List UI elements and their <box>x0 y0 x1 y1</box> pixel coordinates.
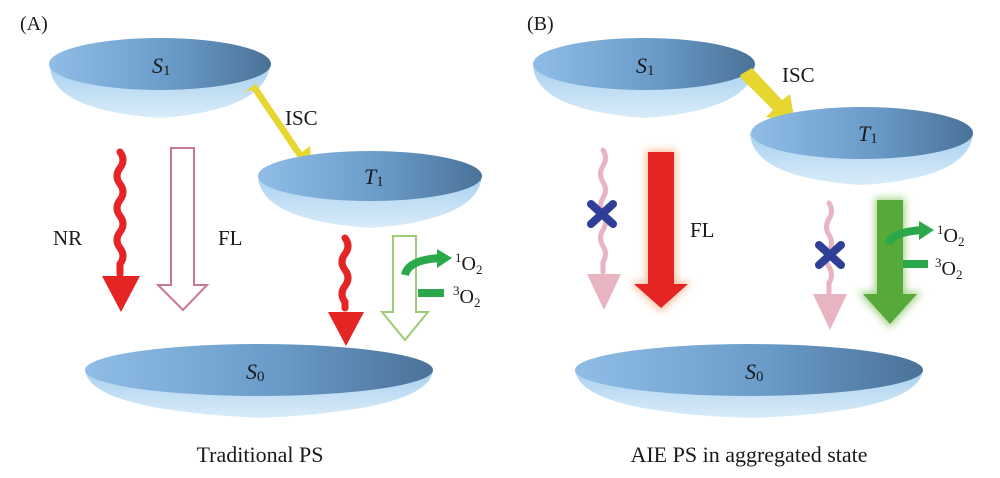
o2-conversion-arrow-b <box>884 221 934 268</box>
level-s1-b: S1 <box>533 38 755 118</box>
panel-b-label: (B) <box>527 13 554 35</box>
level-s0-b: S0 <box>575 344 923 418</box>
panel-a: (A) S1 ISC T1 NR FL <box>20 13 482 467</box>
dish-top <box>85 344 433 396</box>
s1-symbol: S1 <box>636 53 655 79</box>
energy-transfer-arrow-b <box>858 198 922 328</box>
nr-label-a: NR <box>53 226 82 250</box>
isc-arrow-a <box>244 84 312 170</box>
panel-a-label: (A) <box>20 13 48 35</box>
level-t1-a: T1 <box>258 151 482 228</box>
isc-label-b: ISC <box>782 63 815 87</box>
fl-label-a: FL <box>218 226 243 250</box>
dish-top <box>49 38 271 90</box>
t1-symbol: T1 <box>364 164 384 190</box>
triplet-oxygen-label-a: 3O2 <box>453 283 480 310</box>
level-t1-b: T1 <box>750 107 973 185</box>
panel-a-caption: Traditional PS <box>197 442 324 467</box>
isc-label-a: ISC <box>285 106 318 130</box>
fl-label-b: FL <box>690 218 715 242</box>
panel-b-caption: AIE PS in aggregated state <box>630 442 867 467</box>
blocked-nr-arrow-t1-b <box>813 200 847 330</box>
o2-conversion-arrow-a <box>401 249 452 297</box>
isc-arrow-b <box>740 68 795 123</box>
t1-symbol: T1 <box>858 121 878 147</box>
dish-top <box>533 38 755 90</box>
level-s0-a: S0 <box>85 344 433 418</box>
s0-symbol: S0 <box>745 359 764 385</box>
nr-wavy-arrow-t1-a <box>328 234 364 346</box>
nr-wavy-arrow-a <box>102 148 140 312</box>
energy-transfer-hollow-arrow-a <box>379 235 431 342</box>
block-cross-icon <box>587 200 617 228</box>
blocked-nr-arrow-b <box>587 147 621 310</box>
dish-top <box>575 344 923 396</box>
s0-symbol: S0 <box>246 359 265 385</box>
fl-arrow-b <box>630 150 692 312</box>
singlet-oxygen-label-b: 1O2 <box>937 222 964 249</box>
s1-symbol: S1 <box>152 53 171 79</box>
dish-top <box>258 151 482 201</box>
panel-b: (B) S1 ISC T1 <box>527 13 973 467</box>
singlet-oxygen-label-a: 1O2 <box>455 250 482 277</box>
triplet-oxygen-label-b: 3O2 <box>935 255 962 282</box>
dish-top <box>751 107 973 159</box>
block-cross-t1-icon <box>815 241 845 269</box>
level-s1-a: S1 <box>49 38 271 118</box>
fl-hollow-arrow-a <box>155 147 210 312</box>
